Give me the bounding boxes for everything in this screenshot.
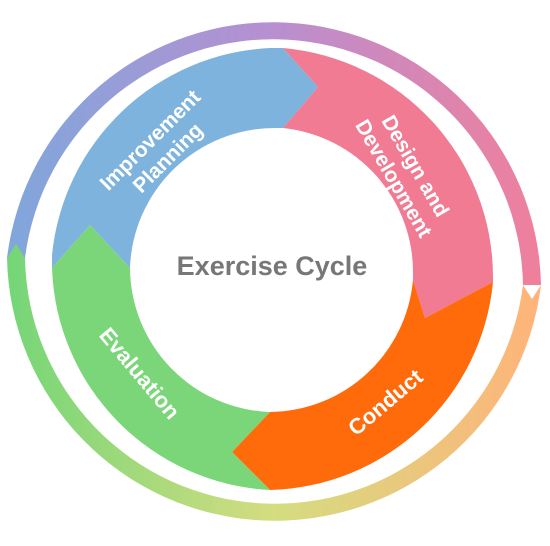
- segment-design-and-development: [283, 48, 493, 318]
- segment-conduct: [232, 280, 493, 490]
- center-label: Exercise Cycle: [177, 251, 368, 281]
- segment-improvement-planning: [52, 48, 318, 268]
- cycle-segments: [52, 48, 493, 490]
- outer-ring-top-arrowhead: [523, 271, 541, 285]
- segment-evaluation: [52, 225, 270, 490]
